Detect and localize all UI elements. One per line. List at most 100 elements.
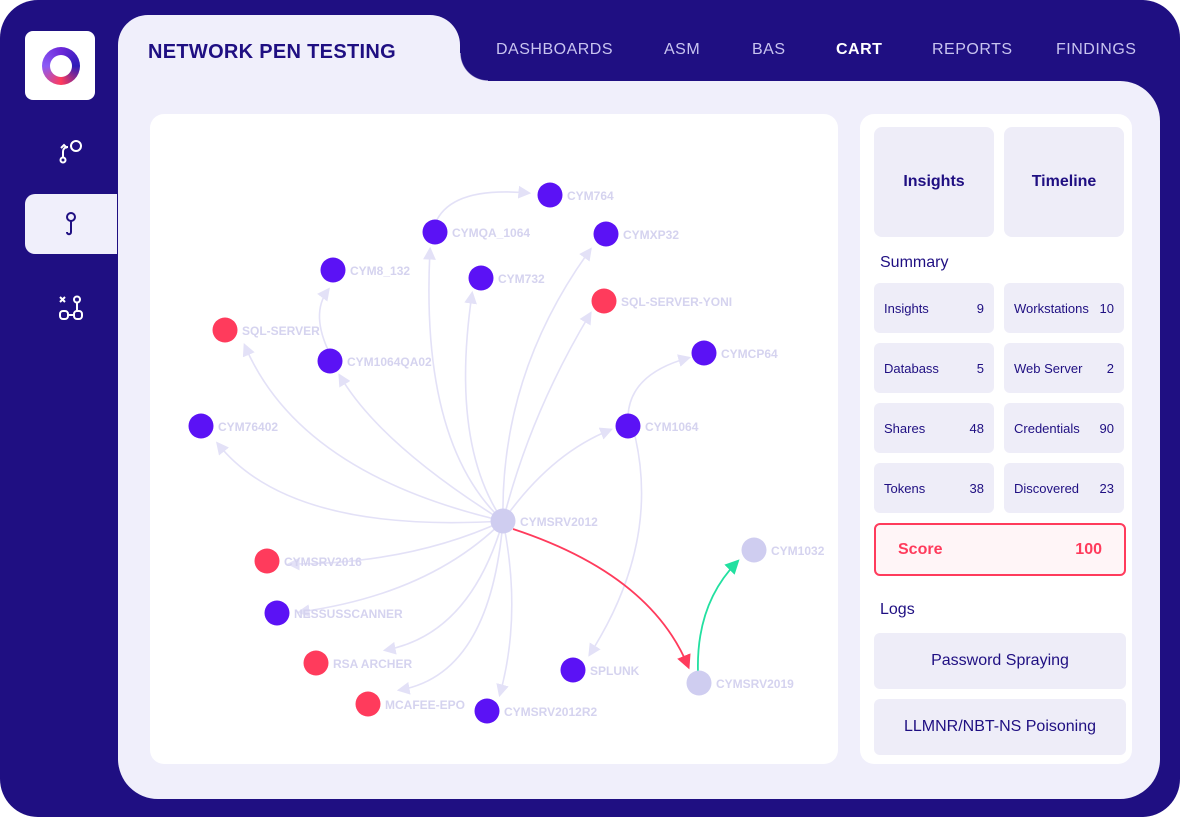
stat-value: 9 <box>976 301 984 316</box>
nav-cart[interactable]: CART <box>836 41 883 58</box>
git-flow-icon[interactable] <box>25 122 117 182</box>
graph-node[interactable] <box>422 219 448 245</box>
stat-workstations[interactable]: Workstations 10 <box>1004 283 1124 333</box>
stat-web-server[interactable]: Web Server 2 <box>1004 343 1124 393</box>
graph-node[interactable] <box>490 508 516 534</box>
page-title: NETWORK PEN TESTING <box>148 41 396 63</box>
score-box[interactable]: Score 100 <box>874 523 1126 576</box>
graph-node-label: CYM8_132 <box>350 264 410 278</box>
nav-dashboards[interactable]: DASHBOARDS <box>496 41 614 58</box>
insights-panel: Insights Timeline Summary Insights 9 Work… <box>860 114 1132 764</box>
stat-label: Credentials <box>1014 421 1080 436</box>
graph-edge <box>496 520 513 698</box>
path-icon[interactable] <box>25 194 117 254</box>
graph-node-label: CYMSRV2019 <box>716 677 794 691</box>
nav-bas[interactable]: BAS <box>752 41 786 58</box>
graph-node[interactable] <box>254 548 280 574</box>
graph-node[interactable] <box>615 413 641 439</box>
stat-value: 23 <box>1099 481 1114 496</box>
stat-value: 48 <box>969 421 984 436</box>
stat-value: 2 <box>1106 361 1114 376</box>
summary-heading: Summary <box>880 254 949 271</box>
log-password-spraying[interactable]: Password Spraying <box>874 633 1126 689</box>
graph-node[interactable] <box>317 348 343 374</box>
tab-insights[interactable]: Insights <box>874 127 994 237</box>
graph-node[interactable] <box>593 221 619 247</box>
graph-node[interactable] <box>468 265 494 291</box>
score-label: Score <box>898 541 943 558</box>
graph-node[interactable] <box>320 257 346 283</box>
logo-ring-icon <box>42 47 80 85</box>
stat-label: Insights <box>884 301 929 316</box>
graph-edge <box>502 311 592 522</box>
graph-node-label: CYM1032 <box>771 544 825 558</box>
graph-edge <box>588 435 643 657</box>
graph-node-label: CYMXP32 <box>623 228 679 242</box>
graph-node-label: CYMSRV2012 <box>520 515 598 529</box>
stat-value: 90 <box>1099 421 1114 436</box>
stat-value: 10 <box>1099 301 1114 316</box>
stat-label: Workstations <box>1014 301 1089 316</box>
graph-node[interactable] <box>264 600 290 626</box>
graph-node-label: SQL-SERVER <box>242 324 320 338</box>
graph-edge <box>396 520 504 695</box>
stat-insights[interactable]: Insights 9 <box>874 283 994 333</box>
graph-node-label: NESSUSSCANNER <box>294 607 403 621</box>
graph-node[interactable] <box>560 657 586 683</box>
graph-edge <box>464 290 504 522</box>
stat-label: Web Server <box>1014 361 1083 376</box>
graph-node[interactable] <box>355 691 381 717</box>
stat-label: Tokens <box>884 481 926 496</box>
title-tab <box>118 15 488 105</box>
graph-node[interactable] <box>212 317 238 343</box>
graph-node[interactable] <box>686 670 712 696</box>
stat-label: Shares <box>884 421 926 436</box>
graph-edge <box>434 185 532 225</box>
graph-edge <box>382 520 504 655</box>
tab-timeline[interactable]: Timeline <box>1004 127 1124 237</box>
attack-edge <box>512 528 691 670</box>
graph-node-label: SPLUNK <box>590 664 640 678</box>
nav-findings[interactable]: FINDINGS <box>1056 41 1137 58</box>
graph-edge <box>296 520 504 618</box>
exchange-icon[interactable] <box>25 278 117 338</box>
graph-node-label: CYM76402 <box>218 420 278 434</box>
nav-reports[interactable]: REPORTS <box>932 41 1013 58</box>
score-value: 100 <box>1075 541 1102 558</box>
graph-node-label: CYM1064QA02 <box>347 355 432 369</box>
graph-node-label: SQL-SERVER-YONI <box>621 295 732 309</box>
log-llmnr-poisoning[interactable]: LLMNR/NBT-NS Poisoning <box>874 699 1126 755</box>
graph-node-label: CYM764 <box>567 189 614 203</box>
nav-asm[interactable]: ASM <box>664 41 701 58</box>
graph-edge <box>286 520 504 571</box>
graph-edge <box>242 343 504 522</box>
graph-node[interactable] <box>741 537 767 563</box>
pivot-edge <box>697 559 740 673</box>
graph-node[interactable] <box>691 340 717 366</box>
graph-node[interactable] <box>591 288 617 314</box>
graph-node[interactable] <box>188 413 214 439</box>
stat-discovered[interactable]: Discovered 23 <box>1004 463 1124 513</box>
graph-edge <box>215 441 504 524</box>
graph-node[interactable] <box>474 698 500 724</box>
stat-value: 38 <box>969 481 984 496</box>
stat-label: Discovered <box>1014 481 1080 496</box>
graph-node-label: RSA ARCHER <box>333 657 412 671</box>
graph-edge <box>502 427 613 522</box>
graph-node-label: CYMCP64 <box>721 347 778 361</box>
graph-node[interactable] <box>303 650 329 676</box>
stat-shares[interactable]: Shares 48 <box>874 403 994 453</box>
stat-value: 5 <box>976 361 984 376</box>
graph-node-label: CYMQA_1064 <box>452 226 530 240</box>
graph-edge <box>423 246 504 522</box>
stat-credentials[interactable]: Credentials 90 <box>1004 403 1124 453</box>
graph-node-label: CYM732 <box>498 272 545 286</box>
graph-node-label: CYMSRV2012R2 <box>504 705 597 719</box>
stat-tokens[interactable]: Tokens 38 <box>874 463 994 513</box>
logo[interactable] <box>25 31 95 100</box>
graph-node[interactable] <box>537 182 563 208</box>
